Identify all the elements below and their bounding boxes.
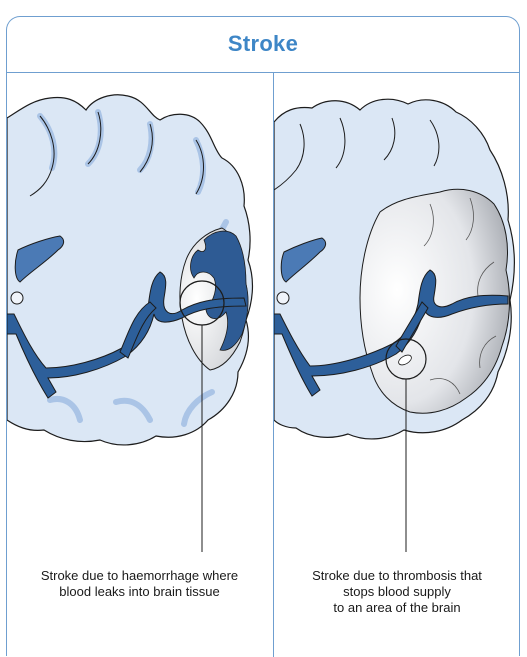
small-node-left <box>11 292 23 304</box>
small-node-right <box>277 292 289 304</box>
caption-line: to an area of the brain <box>274 600 520 616</box>
caption-haemorrhage: Stroke due to haemorrhage where blood le… <box>6 568 273 600</box>
caption-thrombosis: Stroke due to thrombosis that stops bloo… <box>274 568 520 616</box>
thrombosis-brain <box>274 99 514 552</box>
caption-line: Stroke due to haemorrhage where <box>6 568 273 584</box>
caption-line: stops blood supply <box>274 584 520 600</box>
caption-line: Stroke due to thrombosis that <box>274 568 520 584</box>
caption-line: blood leaks into brain tissue <box>6 584 273 600</box>
haemorrhage-brain <box>7 95 252 552</box>
